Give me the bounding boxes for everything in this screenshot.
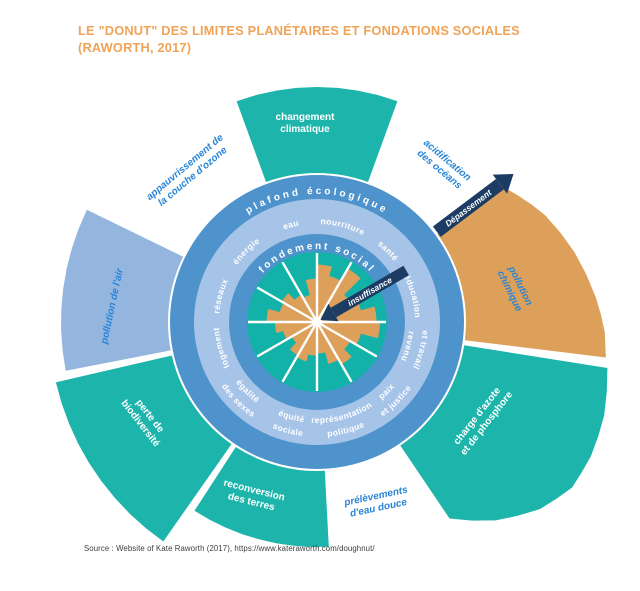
wedge-perte-biodiversite (55, 355, 232, 542)
segment-divider-line (315, 261, 353, 323)
chart-title-line1: LE "DONUT" DES LIMITES PLANÉTAIRES ET FO… (78, 23, 520, 38)
wedge-charge-azote-phosphore (400, 345, 608, 521)
segment-divider-line (256, 320, 318, 358)
label-prelevements-eau-douce: prélèvementsd'eau douce (342, 484, 411, 520)
segment-divider-line (315, 321, 353, 383)
insuffisance-arrowhead (320, 303, 339, 322)
segment-divider-line (281, 261, 319, 323)
chart-title: LE "DONUT" DES LIMITES PLANÉTAIRES ET FO… (78, 22, 598, 56)
segment-divider-line (316, 320, 378, 358)
segment-divider-line (256, 286, 318, 324)
label-appauvrissement-ozone: appauvrissement dela couche d'ozone (145, 132, 234, 212)
wedge-reconversion-terres (194, 447, 329, 547)
label-acidification-oceans: acidificationdes océans (413, 138, 472, 193)
wedge-pollution-chimique (437, 186, 606, 358)
wedge-changement-climatique (236, 87, 398, 182)
label-social-eau: eau (282, 218, 300, 232)
wedge-pollution-air (61, 209, 184, 371)
segment-divider-line (281, 321, 319, 383)
chart-title-line2: (RAWORTH, 2017) (78, 40, 192, 55)
source-note: Source : Website of Kate Raworth (2017),… (84, 544, 375, 553)
depassement-arrowhead (492, 174, 514, 194)
